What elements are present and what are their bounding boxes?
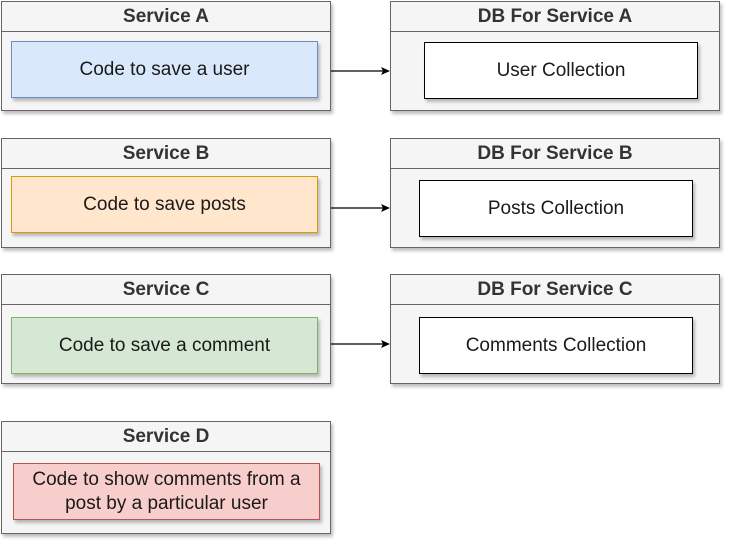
arrow-service-a-to-db-a[interactable] (331, 67, 390, 75)
service-d-code-box[interactable]: Code to show comments from a post by a p… (13, 463, 320, 520)
db-service-a-group[interactable]: DB For Service A User Collection (390, 1, 720, 111)
service-c-code-box[interactable]: Code to save a comment (11, 317, 318, 374)
comments-collection-box[interactable]: Comments Collection (419, 317, 693, 374)
service-b-code-label: Code to save posts (83, 193, 246, 215)
service-b-code-box[interactable]: Code to save posts (11, 176, 318, 233)
arrowhead-icon (381, 204, 390, 212)
service-d-title: Service D (2, 422, 330, 452)
arrow-service-c-to-db-c[interactable] (331, 340, 390, 348)
arrow-service-b-to-db-b[interactable] (331, 204, 390, 212)
posts-collection-box[interactable]: Posts Collection (419, 180, 693, 237)
user-collection-box[interactable]: User Collection (424, 42, 698, 99)
arrowhead-icon (381, 67, 390, 75)
db-service-c-group[interactable]: DB For Service C Comments Collection (390, 274, 720, 384)
service-a-code-box[interactable]: Code to save a user (11, 41, 318, 98)
service-b-title: Service B (2, 139, 330, 169)
db-service-c-title: DB For Service C (391, 275, 719, 305)
service-a-code-label: Code to save a user (79, 58, 250, 80)
service-c-group[interactable]: Service C Code to save a comment (1, 274, 331, 384)
service-c-title: Service C (2, 275, 330, 305)
user-collection-label: User Collection (496, 59, 626, 81)
service-a-title: Service A (2, 2, 330, 32)
db-service-b-title: DB For Service B (391, 139, 719, 169)
service-d-code-line-1: Code to show comments from a (32, 468, 301, 490)
comments-collection-label: Comments Collection (465, 334, 647, 356)
service-a-group[interactable]: Service A Code to save a user (1, 1, 331, 111)
service-d-code-line-2: post by a particular user (65, 492, 268, 514)
db-service-a-title: DB For Service A (391, 2, 719, 32)
service-d-group[interactable]: Service D Code to show comments from a p… (1, 421, 331, 534)
posts-collection-label: Posts Collection (487, 197, 625, 219)
service-b-group[interactable]: Service B Code to save posts (1, 138, 331, 248)
service-c-code-label: Code to save a comment (58, 334, 271, 356)
db-service-b-group[interactable]: DB For Service B Posts Collection (390, 138, 720, 248)
arrowhead-icon (381, 340, 390, 348)
